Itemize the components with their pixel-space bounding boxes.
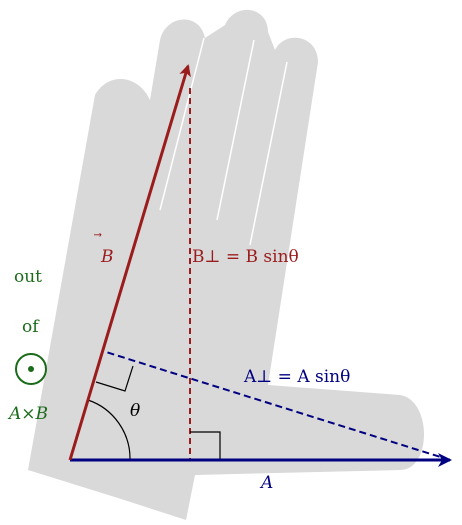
hand-silhouette (28, 9, 424, 520)
b-vector-label: B (100, 247, 114, 267)
cross-product-label: A×B (7, 404, 48, 424)
theta-arc (87, 399, 131, 461)
of-label: of (22, 317, 40, 337)
finger-gap-2 (216, 39, 255, 221)
dot-in-circle-icon (15, 353, 47, 385)
a-vector-label: A (259, 473, 273, 493)
vector-b-arrow (68, 64, 191, 461)
right-angle-marker-b (190, 431, 221, 460)
a-perp-dashed-line (105, 351, 451, 461)
b-perp-label: B⊥ = B sinθ (192, 247, 299, 267)
out-label: out (14, 267, 42, 287)
hand-palm (28, 9, 424, 520)
a-perp-label: A⊥ = A sinθ (243, 367, 350, 387)
finger-gap-3 (249, 61, 288, 246)
right-angle-marker-a (95, 365, 134, 392)
finger-gap-1 (159, 37, 205, 211)
theta-label: θ (130, 401, 140, 421)
